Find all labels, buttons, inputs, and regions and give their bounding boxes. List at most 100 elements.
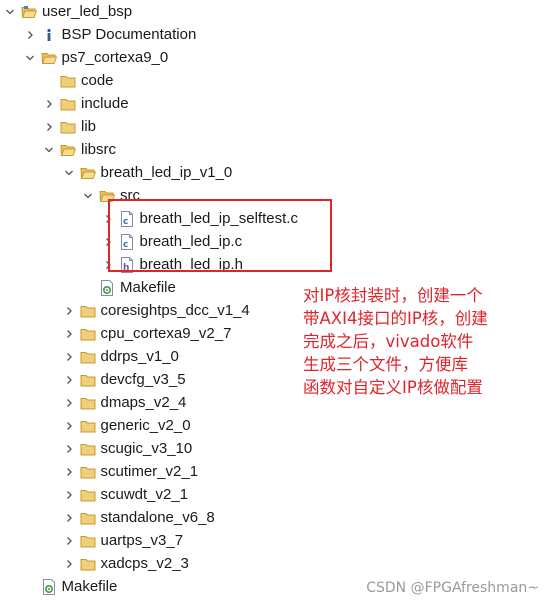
tree-item-label: libsrc (81, 141, 117, 158)
tree-item-label: breath_led_ip.c (139, 233, 243, 250)
tree-item-label: standalone_v6_8 (100, 509, 215, 526)
annotation-note: 对IP核封装时，创建一个 带AXI4接口的IP核，创建 完成之后，vivado软… (303, 284, 533, 399)
chevron-right-icon[interactable] (62, 373, 76, 387)
chevron-right-icon[interactable] (62, 350, 76, 364)
folder-icon (80, 372, 96, 388)
folder-open-icon (60, 142, 76, 158)
tree-spacer (23, 580, 37, 594)
folder-open-icon (40, 50, 57, 66)
chevron-down-icon[interactable] (3, 5, 17, 19)
annotation-line: 带AXI4接口的IP核，创建 (303, 309, 488, 328)
tree-item[interactable]: libsrc (42, 138, 116, 161)
chevron-right-icon[interactable] (62, 534, 76, 548)
tree-item-label: scutimer_v2_1 (100, 463, 199, 480)
folder-icon (80, 441, 96, 457)
chevron-right-icon[interactable] (62, 557, 76, 571)
tree-spacer (42, 74, 56, 88)
chevron-right-icon[interactable] (62, 327, 76, 341)
annotation-line: 完成之后，vivado软件 (303, 332, 474, 351)
chevron-right-icon[interactable] (62, 304, 76, 318)
tree-item[interactable]: BSP Documentation (23, 23, 197, 46)
tree-item[interactable]: standalone_v6_8 (62, 506, 215, 529)
folder-icon (80, 418, 96, 434)
tree-spacer (81, 281, 95, 295)
tree-item[interactable]: code (42, 69, 114, 92)
chevron-right-icon[interactable] (62, 442, 76, 456)
makefile-icon (99, 279, 115, 296)
tree-item-label: Makefile (61, 578, 118, 595)
tree-item-label: BSP Documentation (61, 26, 197, 43)
tree-item-label: include (81, 95, 129, 112)
tree-item-label: code (81, 72, 114, 89)
tree-item-label: breath_led_ip_v1_0 (100, 164, 233, 181)
chevron-right-icon[interactable] (42, 97, 56, 111)
tree-item[interactable]: generic_v2_0 (62, 414, 191, 437)
folder-icon (80, 510, 96, 526)
chevron-right-icon[interactable] (62, 488, 76, 502)
tree-item-label: breath_led_ip.h (139, 256, 243, 273)
tree-item[interactable]: cpu_cortexa9_v2_7 (62, 322, 232, 345)
tree-item-label: Makefile (120, 279, 176, 296)
folder-icon (60, 119, 76, 135)
tree-item[interactable]: breath_led_ip_v1_0 (62, 161, 233, 184)
folder-icon (80, 533, 96, 549)
tree-item[interactable]: Makefile (81, 276, 176, 299)
annotation-line: 函数对自定义IP核做配置 (303, 378, 483, 397)
tree-item[interactable]: c breath_led_ip.c (101, 230, 243, 253)
tree-item-label: cpu_cortexa9_v2_7 (100, 325, 232, 342)
makefile-icon (41, 578, 57, 595)
tree-item[interactable]: scutimer_v2_1 (62, 460, 199, 483)
tree-item-label: generic_v2_0 (100, 417, 191, 434)
tree-item[interactable]: coresightps_dcc_v1_4 (62, 299, 250, 322)
tree-item-label: ddrps_v1_0 (100, 348, 179, 365)
svg-text:c: c (123, 217, 128, 227)
annotation-line: 生成三个文件，方便库 (303, 355, 468, 374)
tree-item[interactable]: scuwdt_v2_1 (62, 483, 189, 506)
folder-icon (80, 349, 96, 365)
folder-open-icon (79, 165, 96, 181)
chevron-right-icon[interactable] (23, 28, 37, 42)
tree-item[interactable]: xadcps_v2_3 (62, 552, 189, 575)
h-file-icon: h (119, 256, 135, 273)
folder-icon (80, 395, 96, 411)
tree-item[interactable]: uartps_v3_7 (62, 529, 184, 552)
chevron-right-icon[interactable] (62, 396, 76, 410)
tree-item[interactable]: devcfg_v3_5 (62, 368, 186, 391)
folder-icon (80, 556, 96, 572)
chevron-right-icon[interactable] (62, 465, 76, 479)
chevron-right-icon[interactable] (62, 419, 76, 433)
tree-item-label: lib (81, 118, 97, 135)
tree-item[interactable]: user_led_bsp (3, 0, 132, 23)
folder-icon (80, 487, 96, 503)
chevron-down-icon[interactable] (42, 143, 56, 157)
tree-item-label: ps7_cortexa9_0 (61, 49, 169, 66)
tree-item[interactable]: Makefile (23, 575, 118, 598)
tree-item[interactable]: h breath_led_ip.h (101, 253, 243, 276)
chevron-down-icon[interactable] (62, 166, 76, 180)
tree-item[interactable]: ddrps_v1_0 (62, 345, 179, 368)
svg-text:h: h (123, 263, 129, 273)
chevron-right-icon[interactable] (62, 511, 76, 525)
tree-item[interactable]: dmaps_v2_4 (62, 391, 187, 414)
c-file-icon: c (119, 210, 135, 227)
c-file-icon: c (119, 233, 135, 250)
folder-icon (80, 326, 96, 342)
svg-text:c: c (123, 240, 128, 250)
watermark: CSDN @FPGAfreshman~ (366, 580, 539, 596)
tree-item[interactable]: include (42, 92, 129, 115)
chevron-right-icon[interactable] (42, 120, 56, 134)
tree-item-label: scuwdt_v2_1 (100, 486, 189, 503)
tree-item[interactable]: scugic_v3_10 (62, 437, 193, 460)
tree-item[interactable]: ps7_cortexa9_0 (23, 46, 169, 69)
tree-item-label: uartps_v3_7 (100, 532, 184, 549)
chevron-down-icon[interactable] (81, 189, 95, 203)
tree-item[interactable]: lib (42, 115, 96, 138)
tree-item-label: user_led_bsp (42, 3, 133, 20)
folder-icon (80, 303, 96, 319)
chevron-down-icon[interactable] (23, 51, 37, 65)
annotation-line: 对IP核封装时，创建一个 (303, 286, 483, 305)
folder-icon (60, 96, 76, 112)
tree-item-label: dmaps_v2_4 (100, 394, 187, 411)
tree-item-label: scugic_v3_10 (100, 440, 193, 457)
